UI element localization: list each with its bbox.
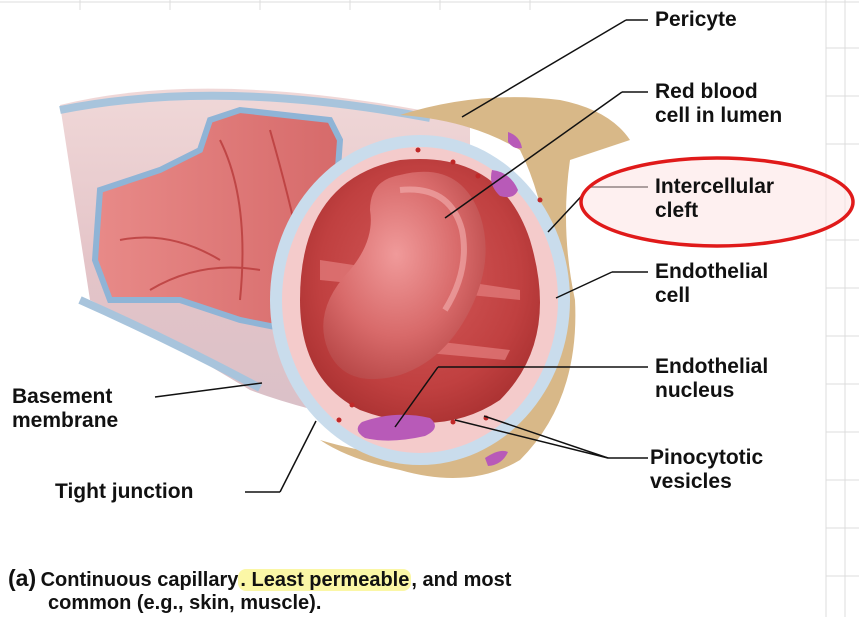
- pericyte-shape: [320, 97, 630, 478]
- label-tight-junction: Tight junction: [55, 480, 194, 503]
- label-intercellular-cleft: Intercellular cleft: [655, 175, 775, 222]
- caption-title: Continuous capillary: [40, 569, 239, 591]
- highlight-ellipse: [579, 156, 855, 248]
- caption-line2: common (e.g., skin, muscle).: [48, 592, 322, 614]
- label-endothelial-nucleus: Endothelial nucleus: [655, 355, 769, 402]
- label-basement-membrane: Basement membrane: [12, 385, 119, 432]
- label-endothelial-cell: Endothelial cell: [655, 260, 769, 307]
- label-red-blood-cell: Red blood cell in lumen: [655, 80, 783, 127]
- red-blood-cell: [323, 171, 486, 380]
- label-pinocytotic-vesicles: Pinocytotic vesicles: [650, 446, 764, 493]
- caption-letter: (a): [8, 565, 37, 591]
- caption-highlight: . Least permeable: [238, 569, 412, 591]
- label-pericyte: Pericyte: [655, 8, 737, 31]
- figure-caption: (a) Continuous capillary. Least permeabl…: [8, 565, 808, 614]
- endothelial-nucleus-shape: [357, 414, 435, 441]
- caption-rest: , and most: [411, 569, 512, 591]
